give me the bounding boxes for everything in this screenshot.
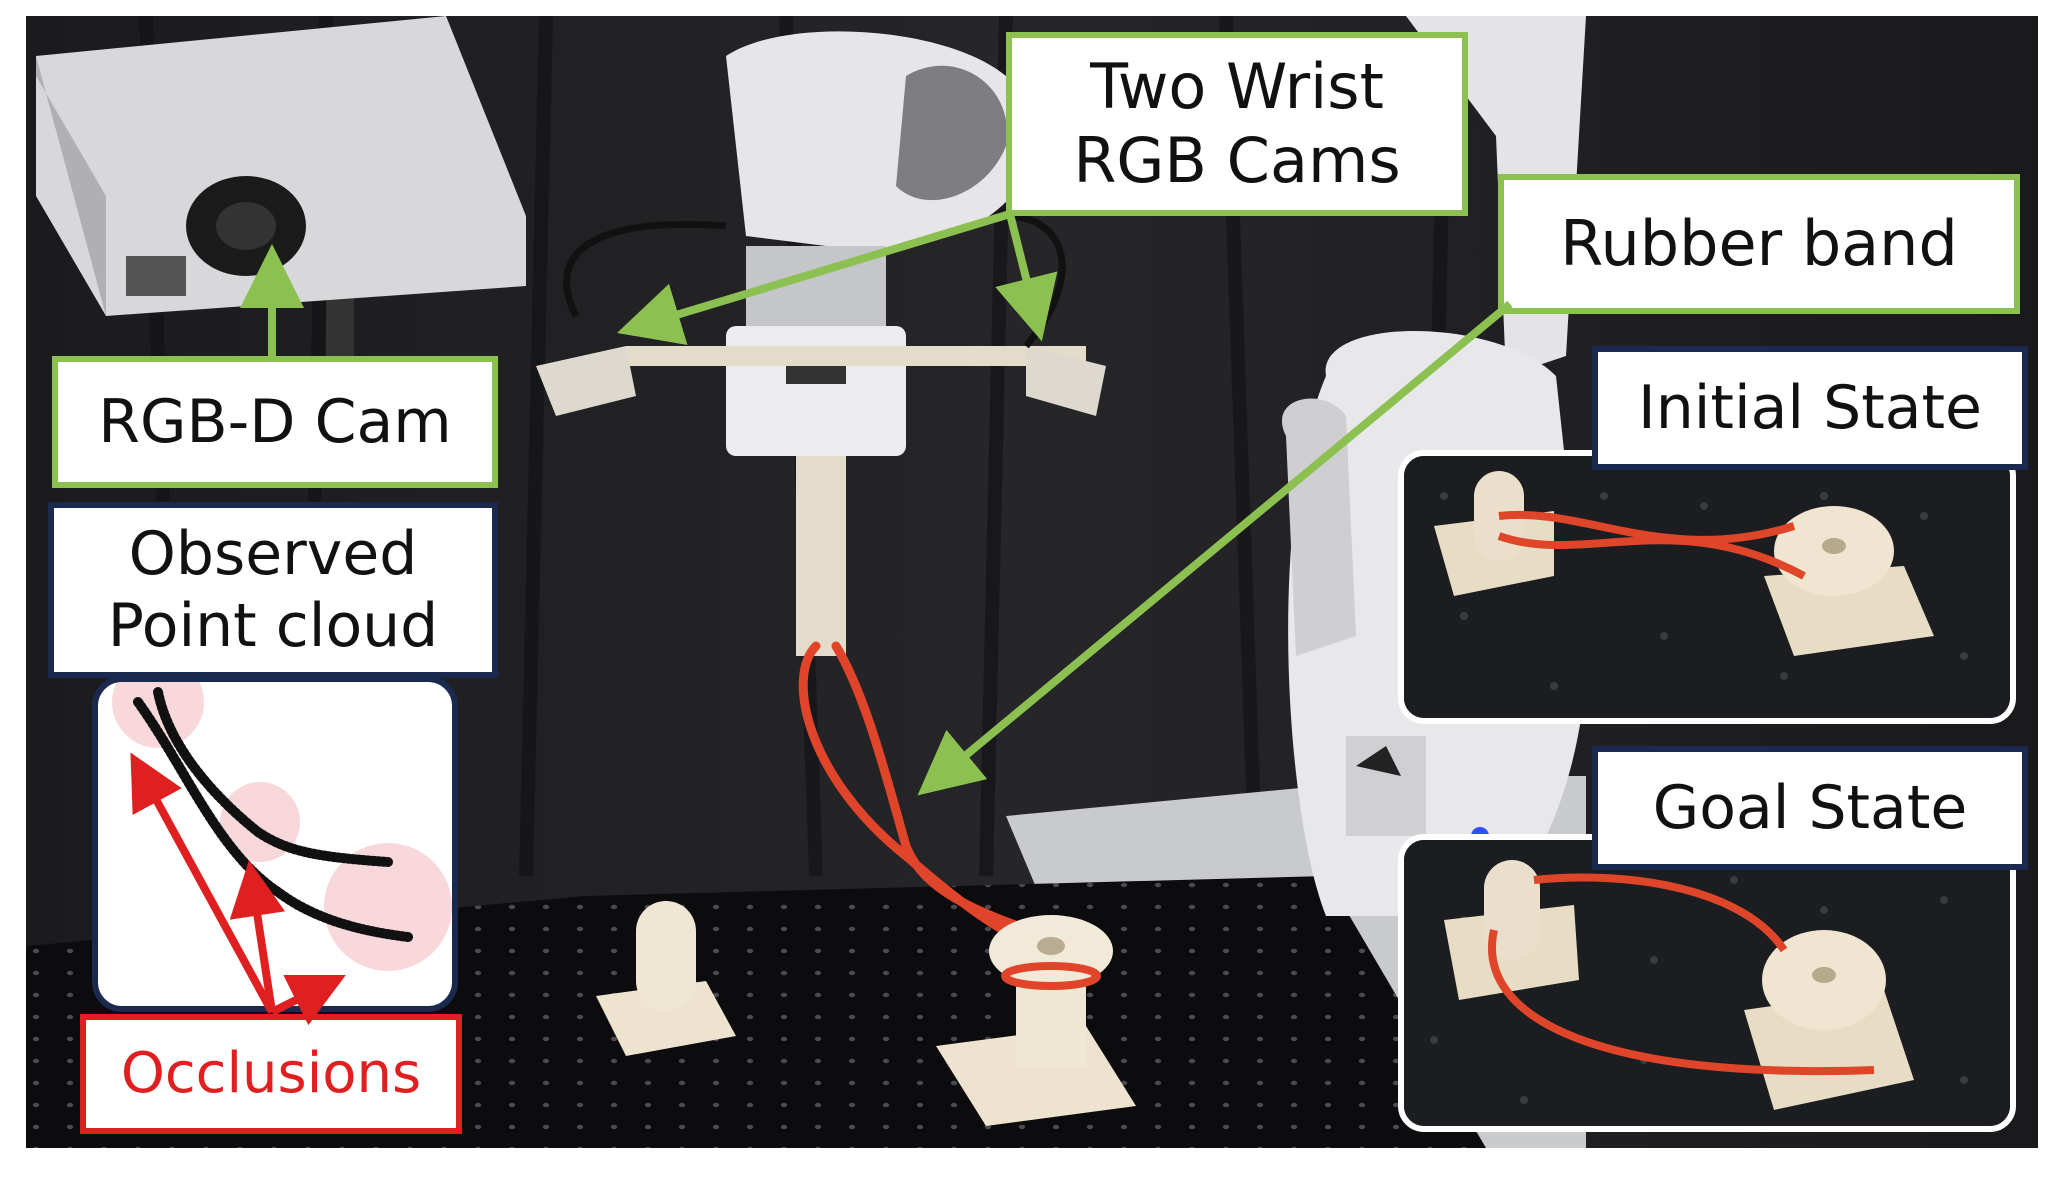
occlusion-regions	[112, 682, 452, 971]
rgbd-cam-label: RGB-D Cam	[52, 356, 498, 488]
robot-arm-gripper	[536, 31, 1106, 656]
right-peg	[936, 915, 1136, 1126]
two-wrist-cams-line1: Two Wrist	[1090, 49, 1384, 123]
left-peg	[596, 901, 736, 1056]
rgbd-cam-text: RGB-D Cam	[98, 387, 452, 457]
rubber-band-label: Rubber band	[1498, 174, 2020, 314]
initial-state-label: Initial State	[1592, 346, 2028, 470]
goal-state-text: Goal State	[1652, 773, 1968, 843]
observed-point-cloud-label: Observed Point cloud	[48, 502, 498, 678]
initial-state-image	[1398, 450, 2016, 724]
two-wrist-cams-line2: RGB Cams	[1073, 124, 1401, 197]
two-wrist-cams-label: Two Wrist RGB Cams	[1006, 32, 1468, 216]
goal-state-image	[1398, 834, 2016, 1132]
rubber-band-text: Rubber band	[1560, 206, 1958, 280]
occlusions-text: Occlusions	[120, 1041, 422, 1107]
observed-line2: Point cloud	[107, 591, 439, 661]
rgbd-camera	[36, 16, 526, 376]
initial-state-text: Initial State	[1638, 373, 1982, 443]
goal-state-label: Goal State	[1592, 746, 2028, 870]
observed-line1: Observed	[128, 519, 418, 589]
point-cloud-image	[92, 676, 458, 1012]
occlusions-label: Occlusions	[80, 1014, 462, 1134]
